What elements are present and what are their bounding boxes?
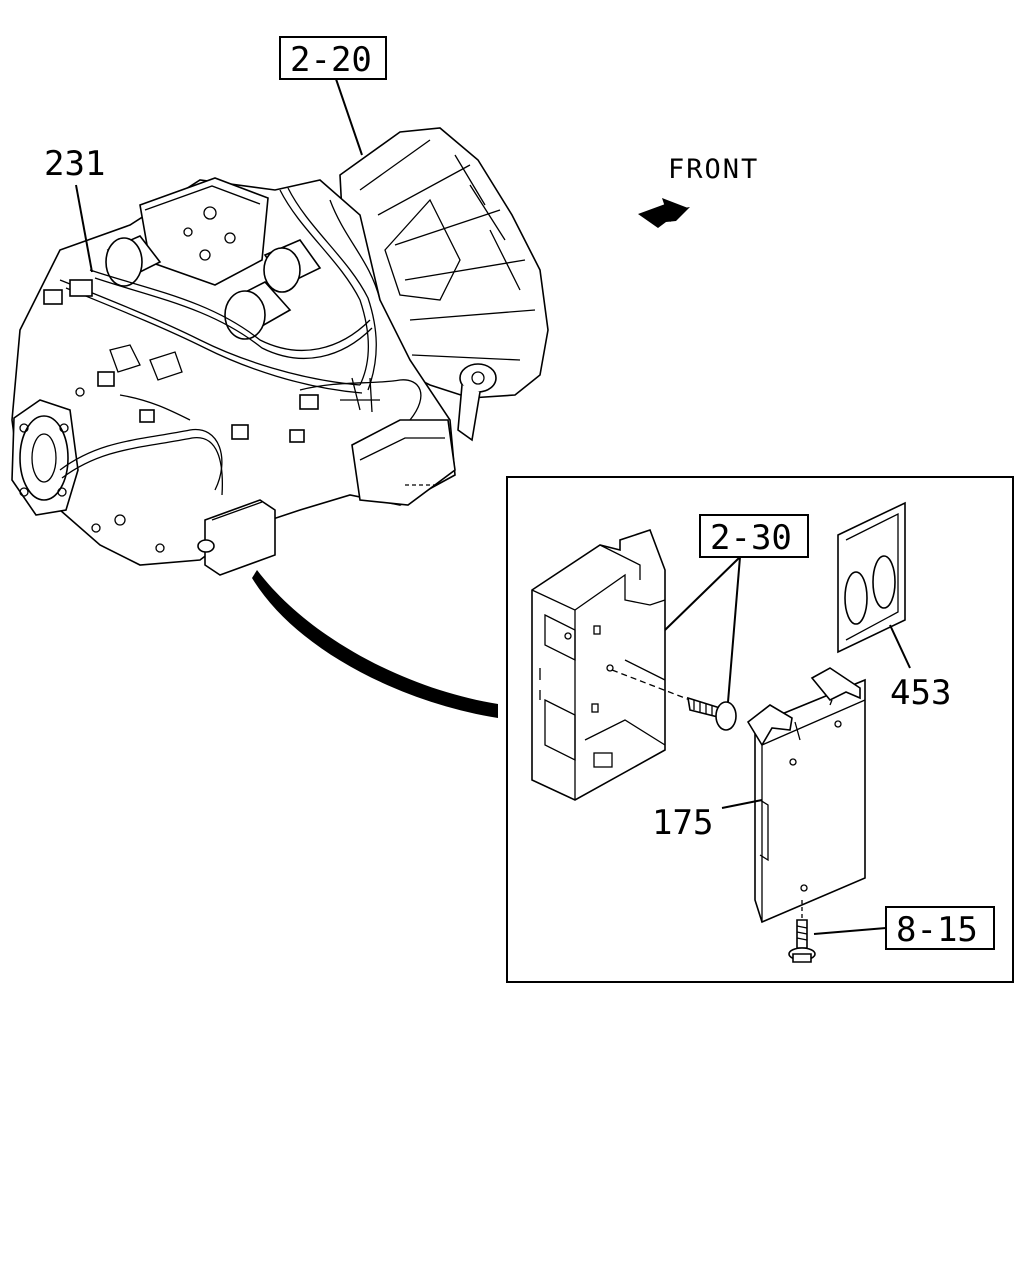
front-indicator: FRONT xyxy=(638,154,759,228)
bolt xyxy=(611,669,737,731)
leader-175 xyxy=(721,799,763,809)
control-unit xyxy=(721,667,866,924)
ref-2-30-text: 2-30 xyxy=(710,518,792,558)
transmission-assembly xyxy=(11,127,549,576)
ref-2-30-callout: 2-30 xyxy=(664,514,809,703)
screw xyxy=(788,900,816,963)
gasket xyxy=(837,501,911,669)
arrow-right-icon xyxy=(638,198,690,228)
leader-453 xyxy=(889,624,911,669)
bracket xyxy=(531,528,666,801)
label-453: 453 xyxy=(890,673,951,713)
label-175: 175 xyxy=(652,803,713,843)
ref-8-15-callout: 8-15 xyxy=(813,906,995,950)
ref-2-20-callout: 2-20 xyxy=(279,36,387,156)
front-label: FRONT xyxy=(668,154,759,185)
ref-8-15-text: 8-15 xyxy=(896,910,978,950)
ref-2-20-text: 2-20 xyxy=(290,40,372,80)
leader-231 xyxy=(75,184,93,273)
detail-connector xyxy=(252,570,498,718)
label-231: 231 xyxy=(44,144,105,184)
detail-view: 2-30 453 175 xyxy=(506,476,1014,983)
